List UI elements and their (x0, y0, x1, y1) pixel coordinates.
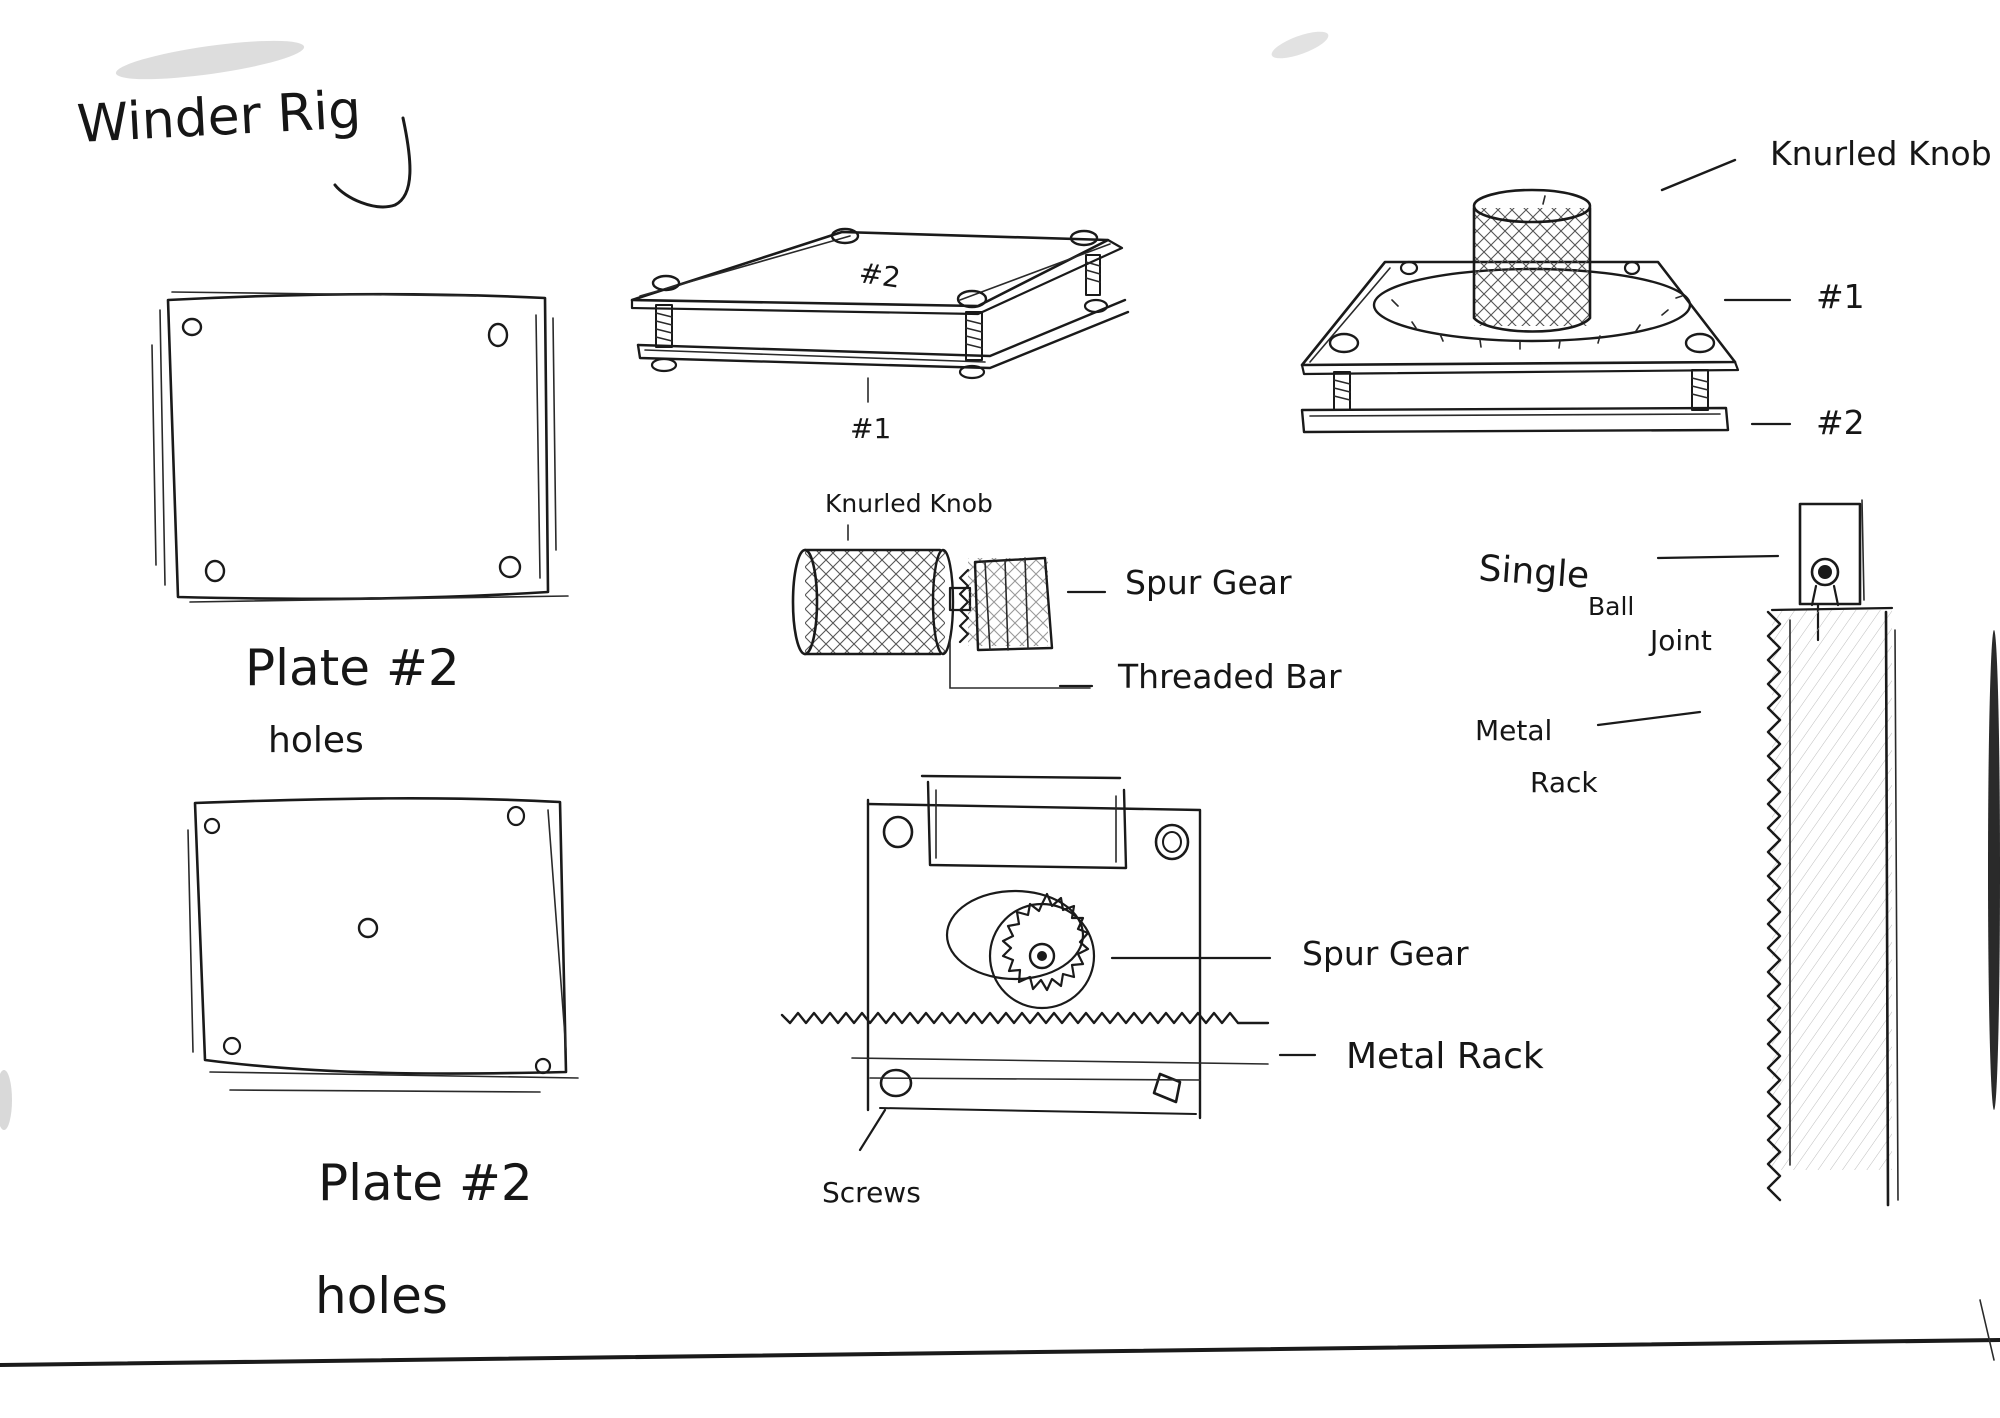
gear-shaft-assembly (791, 548, 1091, 689)
leader-line (858, 1108, 887, 1152)
joint-label-1: Single (1477, 548, 1590, 597)
iso-plate-top-tag: #2 (857, 256, 902, 294)
page-edge (1979, 1299, 1995, 1361)
plate-bottom-sublabel: holes (315, 1267, 448, 1325)
plate-five-holes (187, 797, 579, 1093)
rack-pinion-assembly (780, 774, 1270, 1120)
vertical-rack-assembly (1766, 499, 1899, 1207)
leader-line (1656, 554, 1780, 560)
joint-label-2: Ball (1588, 592, 1634, 621)
knob-plate-1-tag: #1 (1816, 277, 1865, 316)
vrack-label-2: Rack (1530, 766, 1598, 799)
shaft-gear-label: Spur Gear (1125, 563, 1292, 602)
plate-hole (203, 805, 552, 1075)
screw-head (1328, 260, 1716, 354)
shaft-knob-label: Knurled Knob (825, 489, 993, 518)
plate-top-sublabel: holes (268, 720, 364, 761)
leader-line (1660, 158, 1737, 192)
joint-label-3: Joint (1648, 624, 1712, 657)
page-edge (0, 1338, 2000, 1367)
plate-assembly-isometric (630, 227, 1130, 403)
plate-four-holes (151, 291, 569, 603)
shaft-bar-label: Threaded Bar (1117, 657, 1342, 696)
rp-screws-label: Screws (822, 1176, 921, 1209)
knob-plate-2-tag: #2 (1816, 403, 1865, 442)
plate-hole (181, 317, 522, 583)
rp-rack-label: Metal Rack (1346, 1036, 1544, 1077)
paper-smudges (0, 31, 2000, 1130)
screw-head (650, 227, 1109, 380)
threaded-post (655, 254, 1101, 361)
plate-top-label: Plate #2 (245, 639, 460, 697)
knob-label: Knurled Knob (1770, 134, 1992, 173)
iso-plate-bottom-tag: #1 (850, 412, 891, 445)
title-flourish (333, 116, 412, 209)
plate-bottom-label: Plate #2 (318, 1154, 533, 1212)
vrack-label-1: Metal (1475, 714, 1552, 747)
rp-gear-label: Spur Gear (1302, 934, 1469, 973)
leader-line (1596, 710, 1702, 727)
knob-plate-assembly (1300, 188, 1740, 434)
sheet-title: Winder Rig (76, 80, 363, 155)
threaded-post (1333, 369, 1709, 411)
